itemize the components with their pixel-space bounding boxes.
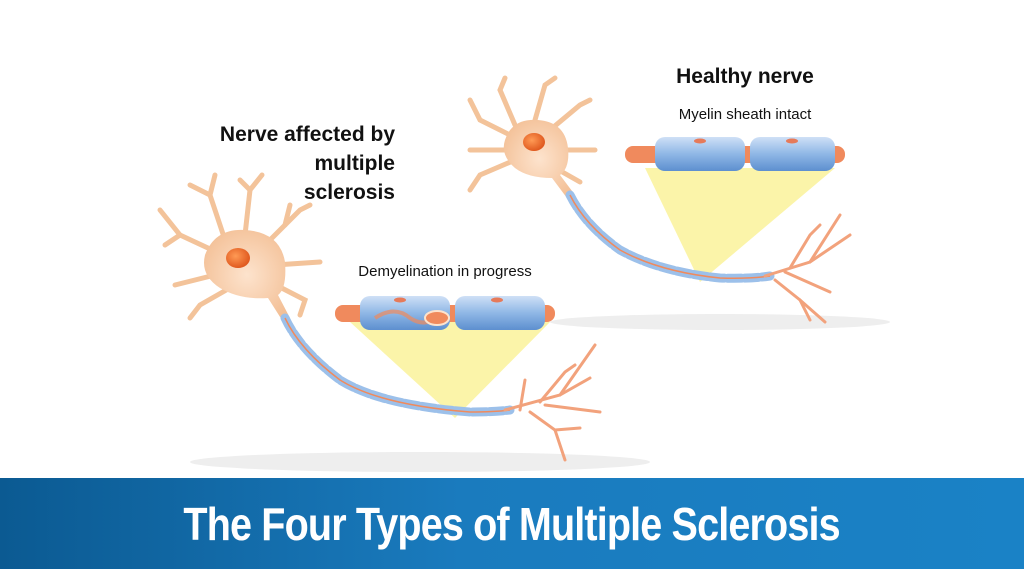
banner-title: The Four Types of Multiple Sclerosis: [183, 497, 841, 550]
ms-nerve-label-line-1: Nerve affected by: [219, 123, 395, 146]
ms-nerve-label-line-2: multiple: [314, 152, 395, 175]
ms-nerve-label: Nerve affected by multiple sclerosis: [190, 120, 395, 207]
ms-neuron: [157, 172, 602, 462]
myelin-intact-label: Myelin sheath intact: [678, 106, 812, 123]
healthy-dendrites: [467, 75, 598, 193]
ms-zoom-cone: [350, 322, 550, 418]
healthy-neuron: [467, 75, 852, 324]
ms-nerve-label-line-3: sclerosis: [303, 181, 395, 204]
healthy-nucleus: [523, 133, 545, 151]
ms-magnified-axon: [335, 296, 555, 330]
healthy-magnified-axon: [625, 137, 845, 171]
healthy-nerve-label: Healthy nerve: [676, 65, 814, 88]
ms-terminals: [503, 343, 602, 462]
healthy-zoom-cone: [645, 168, 835, 282]
healthy-axon-segments: [565, 190, 775, 283]
ms-nucleus: [226, 248, 250, 268]
demyelination-label: Demyelination in progress: [358, 263, 532, 280]
ms-axon-segments: [280, 313, 515, 417]
healthy-shadow: [550, 314, 890, 330]
healthy-terminals: [763, 213, 852, 324]
title-banner: The Four Types of Multiple Sclerosis: [0, 478, 1024, 569]
ms-shadow: [190, 452, 650, 472]
